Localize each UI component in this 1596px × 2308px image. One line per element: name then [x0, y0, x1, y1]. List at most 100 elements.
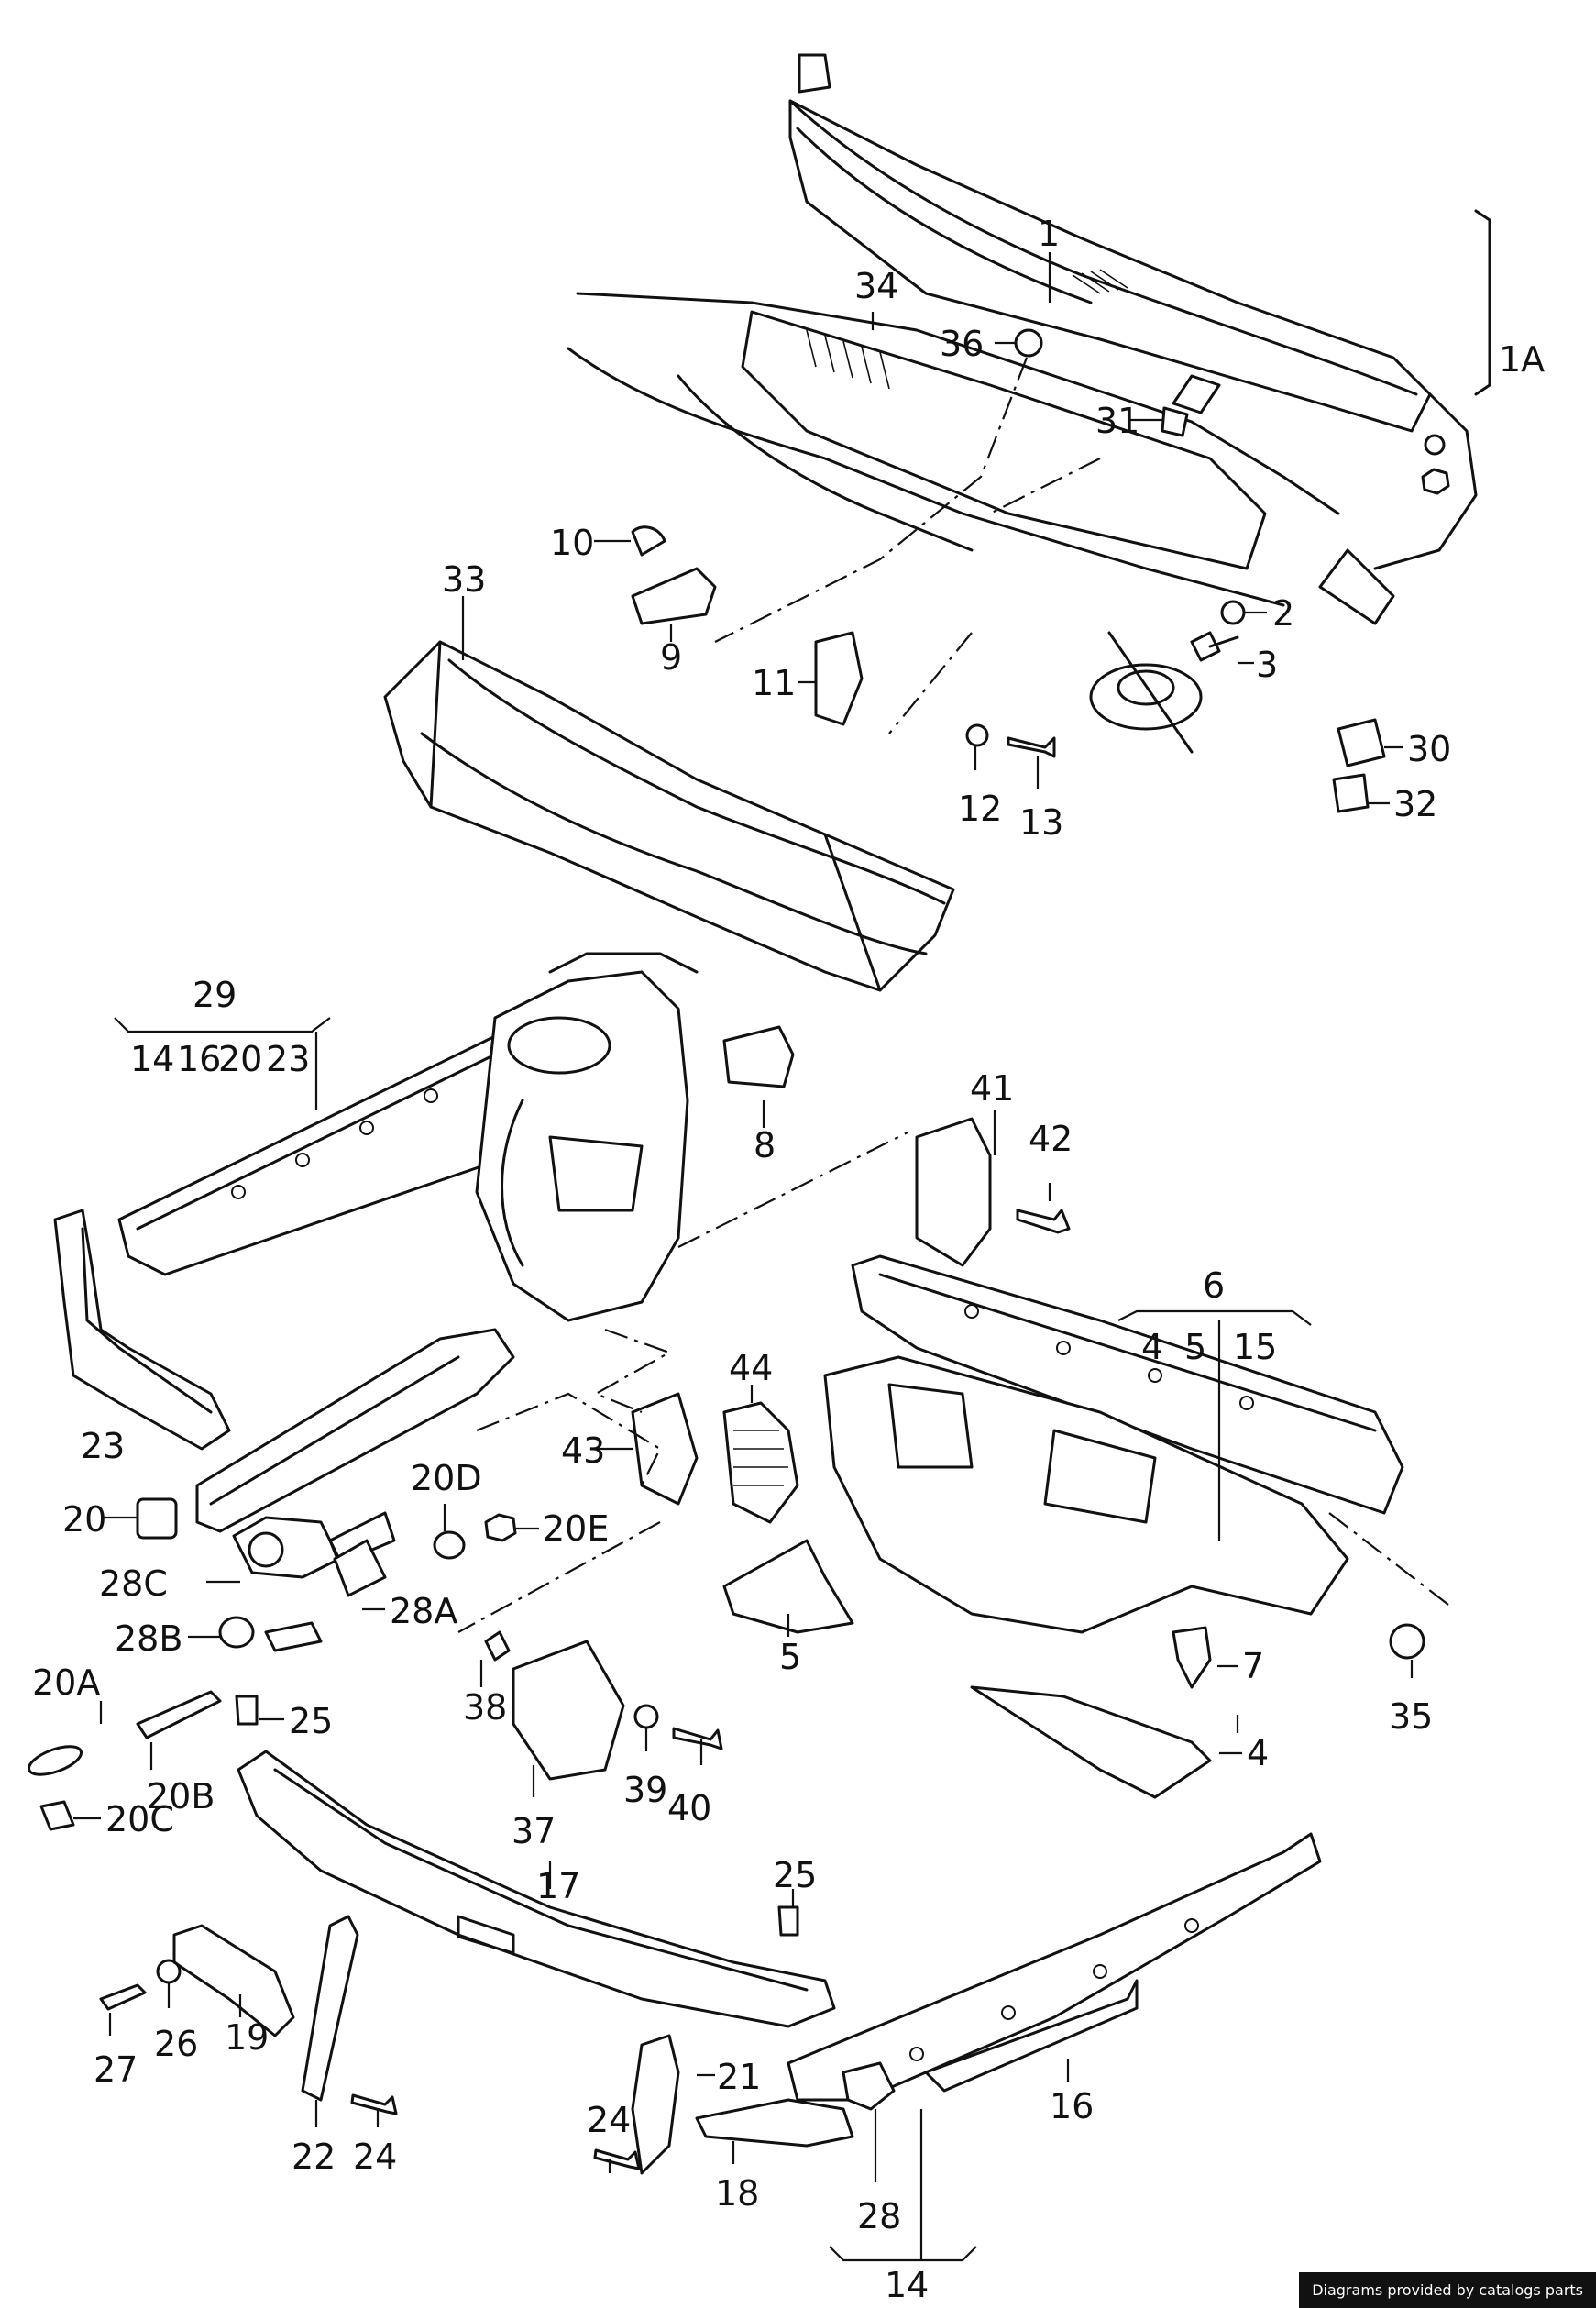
callout-43: 43 [561, 1430, 605, 1471]
bump-stop-20 [136, 1497, 178, 1540]
callout-32: 32 [1393, 784, 1437, 824]
callout-20B: 20B [147, 1776, 215, 1817]
callout-24b: 24 [353, 2137, 397, 2177]
bolt-24 [350, 2093, 398, 2115]
callout-18: 18 [715, 2173, 759, 2214]
clip-10 [631, 525, 666, 557]
leader-lines [73, 210, 1491, 2262]
bracket-5 [722, 1539, 854, 1634]
clip-28 [842, 2061, 896, 2111]
screw-25b [777, 1905, 799, 1937]
wiper-plenum-assembly [567, 209, 1491, 754]
callout-28B: 28B [115, 1618, 182, 1659]
nut-28B [218, 1616, 255, 1649]
callout-31: 31 [1095, 401, 1139, 441]
callout-6: 6 [1203, 1265, 1225, 1306]
seal-43 [631, 1392, 699, 1506]
bolt-24b [593, 2148, 641, 2170]
callout-15: 15 [1233, 1327, 1277, 1367]
callout-23-group: 23 [266, 1039, 310, 1079]
bolt-27 [99, 1983, 147, 2011]
bracket-11 [814, 631, 864, 726]
grommet-36 [1014, 328, 1043, 358]
callout-27: 27 [94, 2049, 138, 2090]
callout-20D: 20D [411, 1458, 482, 1498]
callout-9: 9 [660, 637, 682, 678]
washer-39 [633, 1704, 659, 1729]
bolt-13 [1007, 736, 1056, 758]
callout-20: 20 [62, 1499, 106, 1540]
callout-17: 17 [536, 1866, 580, 1906]
callout-24: 24 [587, 2100, 631, 2140]
clip-20C [39, 1800, 75, 1831]
fasteners-top [631, 328, 1450, 813]
washer-20D [433, 1530, 466, 1560]
credit-banner: Diagrams provided by catalogs parts [1299, 2272, 1596, 2308]
callout-23: 23 [81, 1426, 125, 1466]
bolt-42 [1016, 1209, 1071, 1234]
callout-1A: 1A [1499, 339, 1545, 380]
longitudinal-member-23 [53, 1209, 231, 1451]
callout-36: 36 [940, 324, 984, 364]
washer-2 [1220, 600, 1246, 625]
callout-28C: 28C [99, 1563, 168, 1604]
dash-dot-lines [457, 357, 1449, 1633]
loop-20A [28, 1745, 83, 1776]
lock-carrier-17 [237, 1750, 836, 2028]
screw-25a [235, 1695, 259, 1726]
callout-38: 38 [463, 1687, 507, 1728]
callout-44: 44 [729, 1348, 773, 1388]
callout-20C: 20C [105, 1799, 174, 1839]
callout-42: 42 [1029, 1119, 1073, 1159]
bracket-28A [333, 1539, 387, 1597]
callout-7: 7 [1242, 1646, 1264, 1686]
callout-16-group: 16 [177, 1039, 221, 1079]
screw-40 [672, 1727, 723, 1750]
gusset-4 [970, 1685, 1212, 1799]
callout-40: 40 [667, 1788, 711, 1828]
bracket-22 [301, 1915, 359, 2102]
callout-labels: 1 1A 34 36 31 10 33 9 2 3 11 12 13 30 32… [32, 214, 1545, 2305]
callout-11: 11 [752, 663, 796, 703]
callout-26: 26 [154, 2024, 198, 2064]
callout-4-group: 4 [1141, 1327, 1163, 1367]
callout-4: 4 [1247, 1733, 1269, 1773]
callout-1: 1 [1038, 214, 1060, 254]
callout-22: 22 [292, 2137, 336, 2177]
callout-39: 39 [623, 1770, 667, 1810]
bulkhead-assembly-6 [823, 1254, 1404, 1634]
callout-20E: 20E [543, 1508, 609, 1549]
callout-20-group: 20 [218, 1039, 262, 1079]
callout-8: 8 [754, 1125, 776, 1165]
callout-20A: 20A [32, 1662, 100, 1703]
washer-26 [156, 1959, 182, 1984]
callout-25b: 25 [773, 1855, 817, 1895]
strip-16 [924, 1979, 1139, 2093]
bracket-19 [172, 1924, 295, 2037]
clip-30 [1337, 718, 1386, 767]
wheel-housing-assembly [195, 952, 699, 1533]
callout-12: 12 [958, 789, 1002, 829]
grommet-8 [722, 1025, 795, 1088]
callout-14: 14 [885, 2265, 929, 2305]
callout-5-group: 5 [1184, 1327, 1206, 1367]
callout-35: 35 [1389, 1696, 1433, 1737]
callout-34: 34 [854, 266, 898, 306]
callout-28A: 28A [390, 1591, 457, 1631]
washer-1A [1424, 434, 1446, 456]
callout-30: 30 [1407, 729, 1451, 769]
callout-29: 29 [193, 975, 237, 1015]
bracket-41 [915, 1117, 992, 1267]
callout-33: 33 [442, 559, 486, 600]
callout-2: 2 [1272, 593, 1294, 634]
clip-31 [1161, 406, 1189, 437]
pad-32 [1332, 773, 1370, 813]
small-parts-middle-left [28, 1497, 517, 1831]
callout-19: 19 [225, 2017, 269, 2058]
callout-41: 41 [970, 1068, 1014, 1109]
cowl-panel-top [788, 53, 1432, 433]
callout-5: 5 [779, 1637, 801, 1677]
small-parts-middle-center [484, 1025, 854, 1781]
bracket-21 [631, 2034, 680, 2175]
grommet-7 [1172, 1626, 1212, 1689]
